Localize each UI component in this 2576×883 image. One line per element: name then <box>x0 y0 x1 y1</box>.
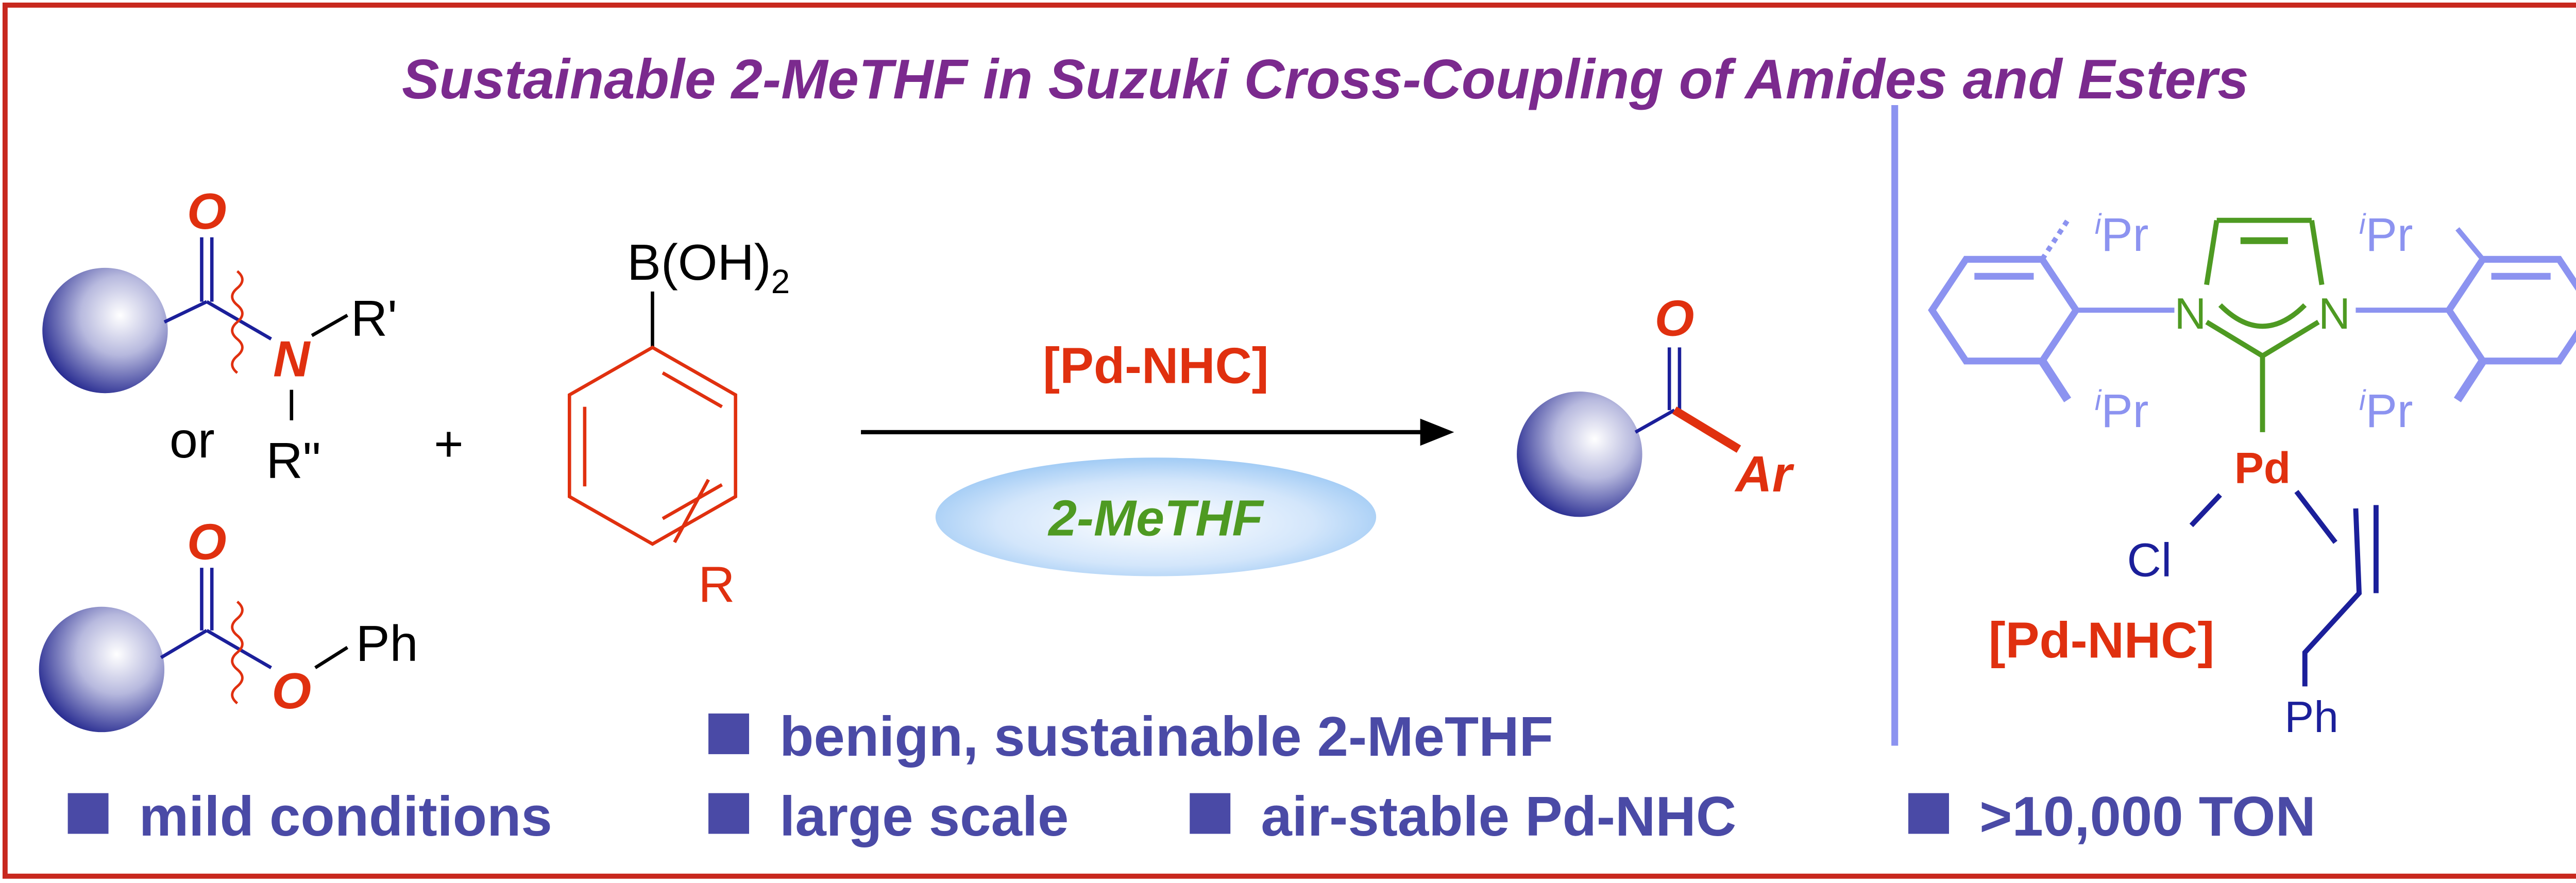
catalyst-structure-label: [Pd-NHC] <box>1989 612 2214 668</box>
substituent-r-double-prime: R" <box>266 432 320 489</box>
ester-reactant: O O Ph <box>39 514 418 733</box>
amide-reactant: O N R' R" or <box>42 183 397 489</box>
bullet-square-icon <box>1190 793 1231 834</box>
substrate-sphere-icon <box>39 606 165 733</box>
ketone-product: O Ar <box>1517 290 1794 517</box>
bullet-square-icon <box>708 793 749 834</box>
bullet-text: mild conditions <box>139 786 552 848</box>
atom-nitrogen: N <box>273 330 311 387</box>
substituent-r: R <box>698 556 735 613</box>
substrate-sphere-icon <box>42 267 168 394</box>
bullet-text: benign, sustainable 2-MeTHF <box>779 706 1553 768</box>
atom-chlorine: Cl <box>2127 534 2172 587</box>
plus-sign: + <box>434 415 464 472</box>
page-title: Sustainable 2-MeTHF in Suzuki Cross-Coup… <box>402 48 2249 111</box>
catalyst-label: [Pd-NHC] <box>1043 337 1268 394</box>
atom-oxygen: O <box>187 183 227 240</box>
atom-palladium: Pd <box>2234 444 2291 493</box>
solvent-label: 2-MeTHF <box>1047 490 1264 547</box>
frame-border <box>2 3 2576 879</box>
ipr-label: iPr <box>2095 208 2149 261</box>
ipr-label: iPr <box>2095 384 2149 437</box>
or-label: or <box>170 412 215 468</box>
feature-bullets: benign, sustainable 2-MeTHF mild conditi… <box>67 706 2316 848</box>
bond-cleavage-wave-icon <box>231 600 244 705</box>
bullet-text: air-stable Pd-NHC <box>1261 786 1736 848</box>
aryl-label: Ar <box>1734 446 1794 502</box>
arylboronic-acid: B(OH)2 R <box>567 234 790 613</box>
substrate-sphere-icon <box>1517 391 1642 517</box>
bullet-square-icon <box>1908 793 1949 834</box>
ipr-label: iPr <box>2359 208 2413 261</box>
substituent-r-prime: R' <box>351 290 397 346</box>
bullet-text: large scale <box>779 786 1069 848</box>
atom-nitrogen: N <box>2318 290 2350 338</box>
ipr-label: iPr <box>2359 384 2413 437</box>
bullet-text: >10,000 TON <box>1979 786 2316 848</box>
atom-nitrogen: N <box>2174 290 2206 338</box>
atom-oxygen: O <box>187 514 227 570</box>
boronic-acid-label: B(OH)2 <box>627 234 790 300</box>
pd-nhc-structure: iPr iPr iPr iPr N N Pd Cl Ph [Pd-NHC] <box>1928 208 2576 742</box>
phenyl-label: Ph <box>2284 693 2338 742</box>
phenyl-label: Ph <box>356 615 418 672</box>
bullet-square-icon <box>708 713 749 754</box>
solvent-cloud-icon <box>935 457 1377 576</box>
bullet-square-icon <box>67 793 109 834</box>
reaction-arrow: [Pd-NHC] 2-MeTHF <box>861 337 1454 576</box>
bond-cleavage-wave-icon <box>231 270 244 374</box>
atom-oxygen: O <box>1655 290 1694 346</box>
atom-oxygen: O <box>272 663 311 719</box>
